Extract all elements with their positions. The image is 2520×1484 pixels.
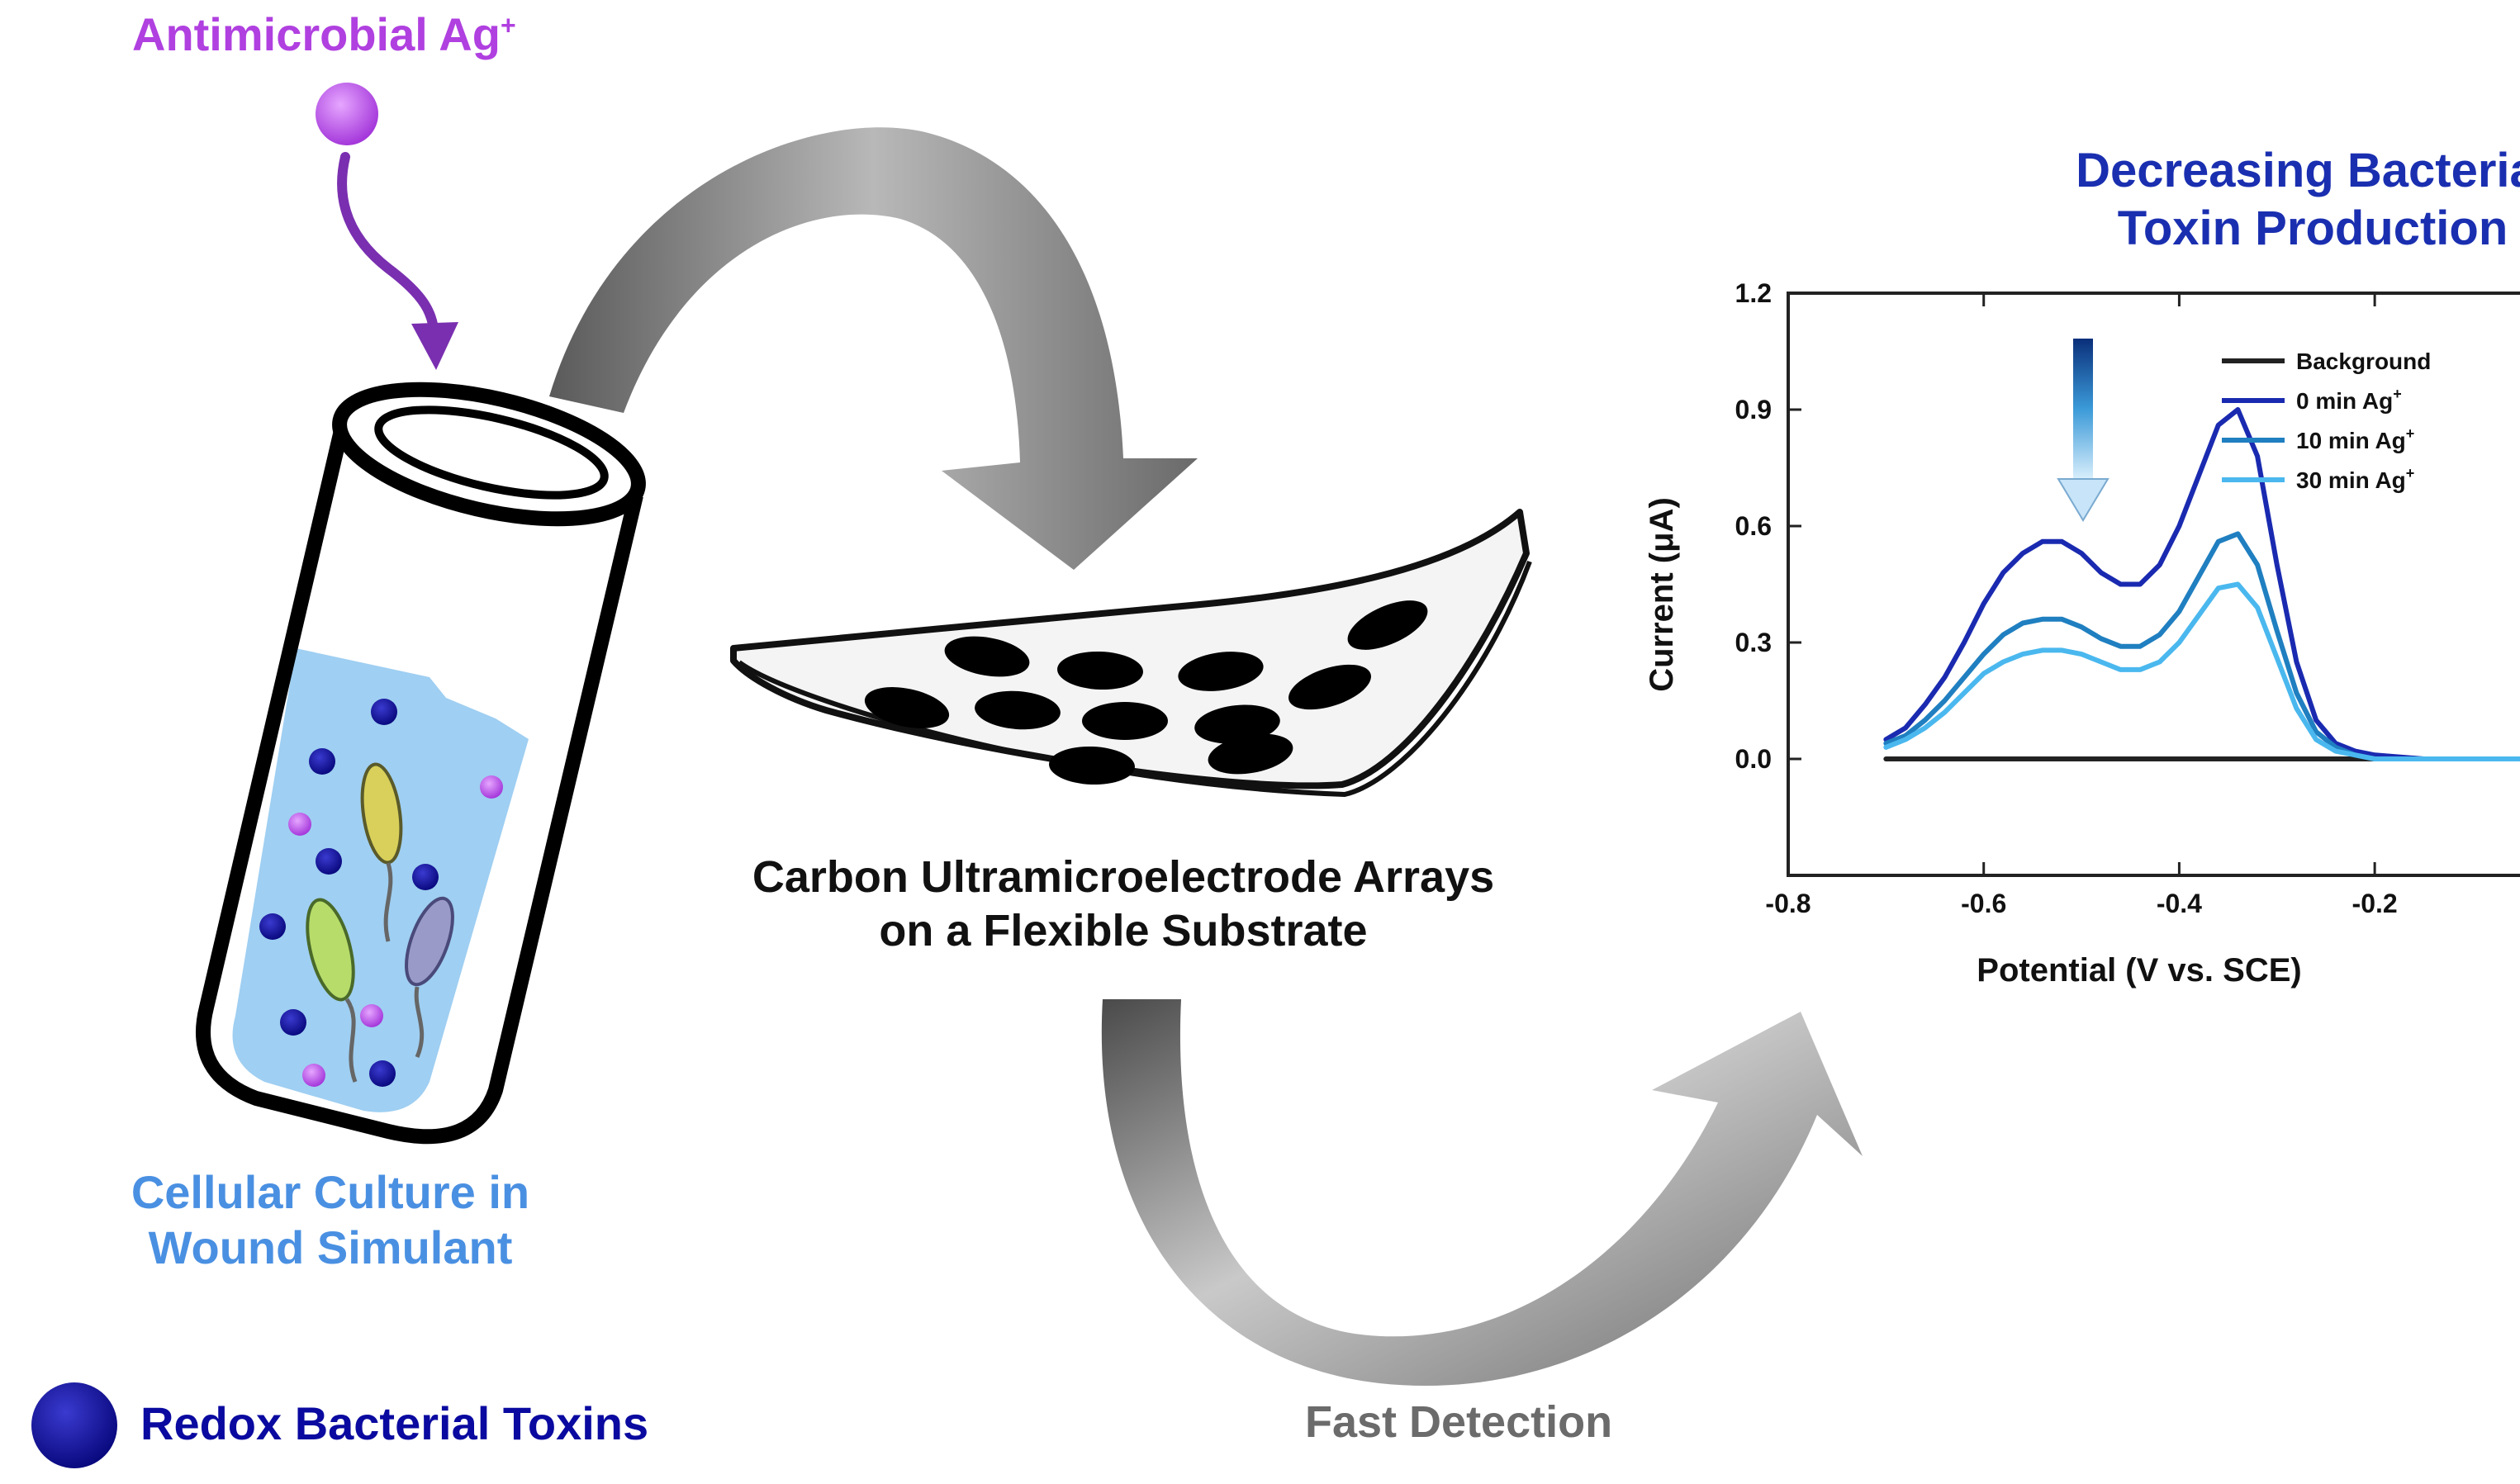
chart-series: [1883, 407, 2520, 761]
toxin-icon: [309, 748, 335, 775]
plot-frame: [1787, 292, 2520, 877]
silver-ion-arrowhead: [411, 322, 458, 370]
toxin-icon: [369, 1060, 396, 1087]
toxin-icon: [412, 864, 439, 890]
legend-label: 10 min Ag+: [2296, 425, 2414, 453]
fast-detection-label: Fast Detection: [1305, 1397, 1613, 1447]
legend-label: Background: [2296, 348, 2431, 374]
silver-ion-icon: [360, 1004, 383, 1027]
y-tick-label: 0.0: [1735, 744, 1772, 774]
x-axis-ticks: -0.8-0.6-0.4-0.20.0: [1765, 293, 2398, 918]
chart-legend: Background 0 min Ag+ 10 min Ag+ 30 min Ag+: [2222, 348, 2431, 493]
y-axis-ticks: 0.0 0.3 0.6 0.9 1.2: [1735, 278, 1801, 774]
legend-label: 0 min Ag+: [2296, 386, 2402, 414]
bacterium-icon: [360, 762, 403, 942]
bacterium-icon: [405, 896, 454, 1058]
substrate-label: Carbon Ultramicroelectrode Arrays on a F…: [752, 852, 1495, 955]
toxin-icon: [259, 913, 286, 940]
silver-ion-icon: [302, 1064, 325, 1087]
silver-ion-icon: [316, 83, 378, 145]
x-tick-label: -0.4: [2157, 889, 2202, 918]
curved-arrow-bottom-icon: [1101, 999, 1863, 1387]
silver-ion-icon: [288, 813, 311, 836]
silver-ion-icon: [480, 775, 503, 799]
x-tick-label: -0.8: [1765, 889, 1811, 918]
silver-ion-label: Antimicrobial Ag+: [132, 8, 516, 60]
legend-label: 30 min Ag+: [2296, 465, 2414, 493]
chart-ylabel: Current (μA): [1644, 497, 1680, 692]
chart-title: Decreasing Bacterial Toxin Production: [2076, 144, 2520, 255]
chart-xlabel: Potential (V vs. SCE): [1977, 952, 2301, 989]
curved-arrow-top-icon: [549, 127, 1198, 571]
test-tube-icon: [196, 382, 646, 1145]
culture-label: Cellular Culture in Wound Simulant: [131, 1166, 530, 1274]
y-tick-label: 0.3: [1735, 628, 1772, 657]
y-tick-label: 1.2: [1735, 278, 1772, 308]
toxin-icon: [280, 1009, 306, 1036]
decrease-arrow-icon: [2073, 339, 2093, 479]
x-tick-label: -0.2: [2352, 889, 2398, 918]
toxin-legend-icon: [31, 1382, 117, 1468]
silver-ion-arrow: [337, 152, 439, 352]
voltammogram-chart: -0.8 -0.6 -0.4 -0.2 0.0 0.0 0.3 0.6 0.9 1.2 Back…: [1644, 278, 2520, 989]
electrode-array-icon: [730, 509, 1532, 798]
toxins-legend-label: Redox Bacterial Toxins: [140, 1397, 649, 1449]
toxin-icon: [316, 848, 342, 875]
series-line-2: [1883, 531, 2520, 761]
y-tick-label: 0.9: [1735, 395, 1772, 424]
y-tick-label: 0.6: [1735, 511, 1772, 541]
series-line-1: [1883, 407, 2520, 761]
toxin-icon: [371, 699, 397, 725]
series-line-3: [1883, 581, 2520, 761]
decrease-arrowhead-icon: [2057, 478, 2109, 522]
bacterium-icon: [306, 898, 358, 1083]
x-tick-label: -0.6: [1961, 889, 2006, 918]
